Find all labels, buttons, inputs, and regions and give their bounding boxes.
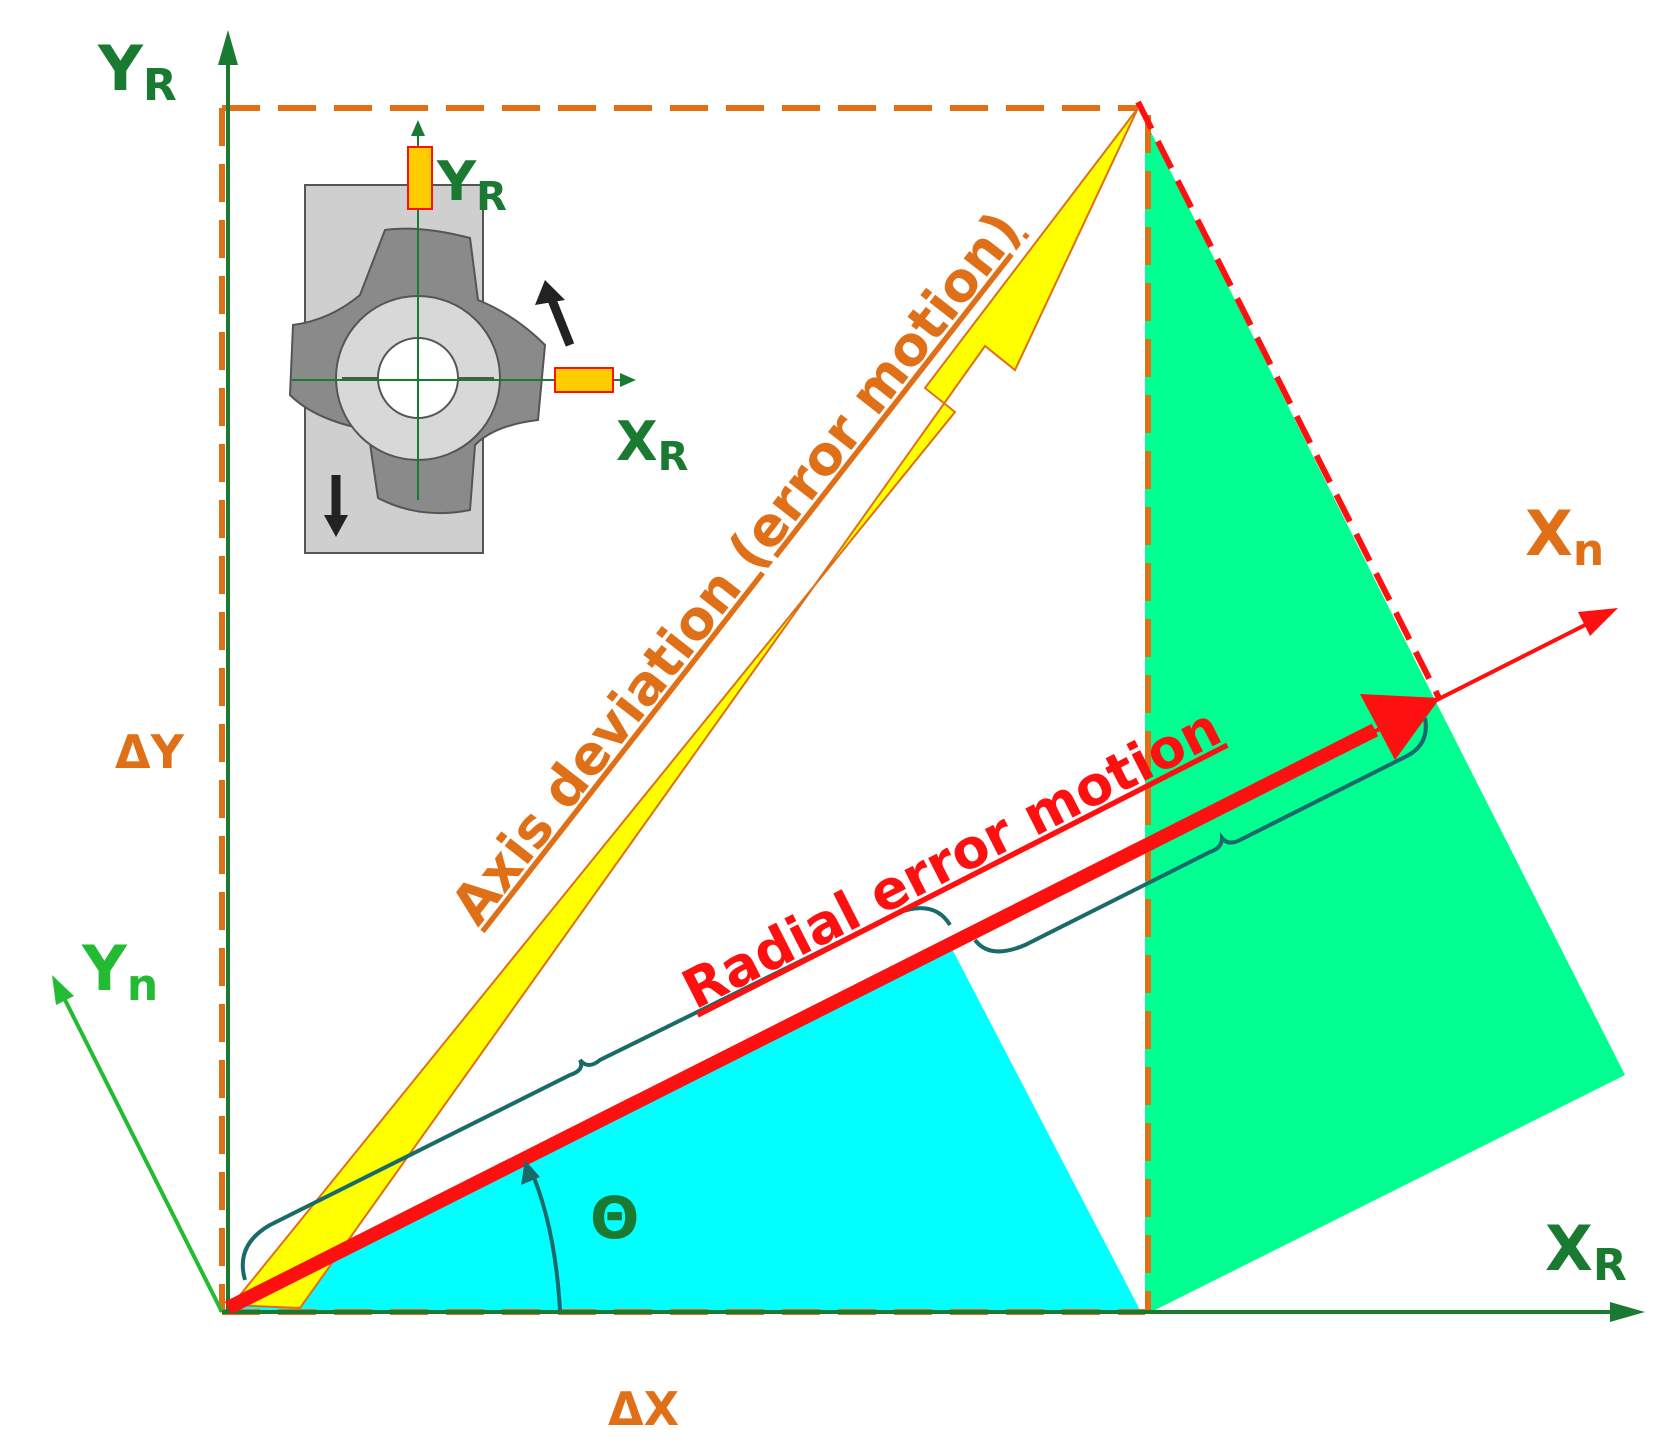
delta-y-label: ΔY xyxy=(115,725,185,779)
xn-arrowhead xyxy=(1578,608,1618,636)
radial-error-arrowhead xyxy=(1360,694,1440,760)
delta-x-label: ΔX xyxy=(608,1382,679,1436)
xr-axis-label: XR xyxy=(1545,1212,1627,1291)
cyan-projection-region xyxy=(230,945,1140,1310)
inset-rotor xyxy=(288,120,636,554)
theta-label: Θ xyxy=(590,1184,639,1252)
axis-deviation-arrow xyxy=(229,107,1139,1310)
braces xyxy=(240,717,1428,1281)
yr-axis-label: YR xyxy=(97,32,177,111)
theta-arc xyxy=(528,1167,562,1311)
theta-arc-arrowhead xyxy=(521,1160,540,1185)
yr-arrowhead xyxy=(218,30,238,65)
inset-yr-label: YR xyxy=(436,150,507,220)
yn-axis-label: Yn xyxy=(81,932,158,1011)
xr-arrowhead xyxy=(1610,1302,1645,1322)
inset-xr-label: XR xyxy=(616,410,688,480)
yn-axis xyxy=(58,989,224,1313)
dashed-red-line xyxy=(1135,100,1443,702)
axis-deviation-label: Axis deviation (error motion) xyxy=(439,200,1034,936)
xn-axis-label: Xn xyxy=(1525,497,1604,576)
yn-arrowhead xyxy=(52,975,74,1005)
radial-error-arrow-shaft xyxy=(224,723,1379,1315)
